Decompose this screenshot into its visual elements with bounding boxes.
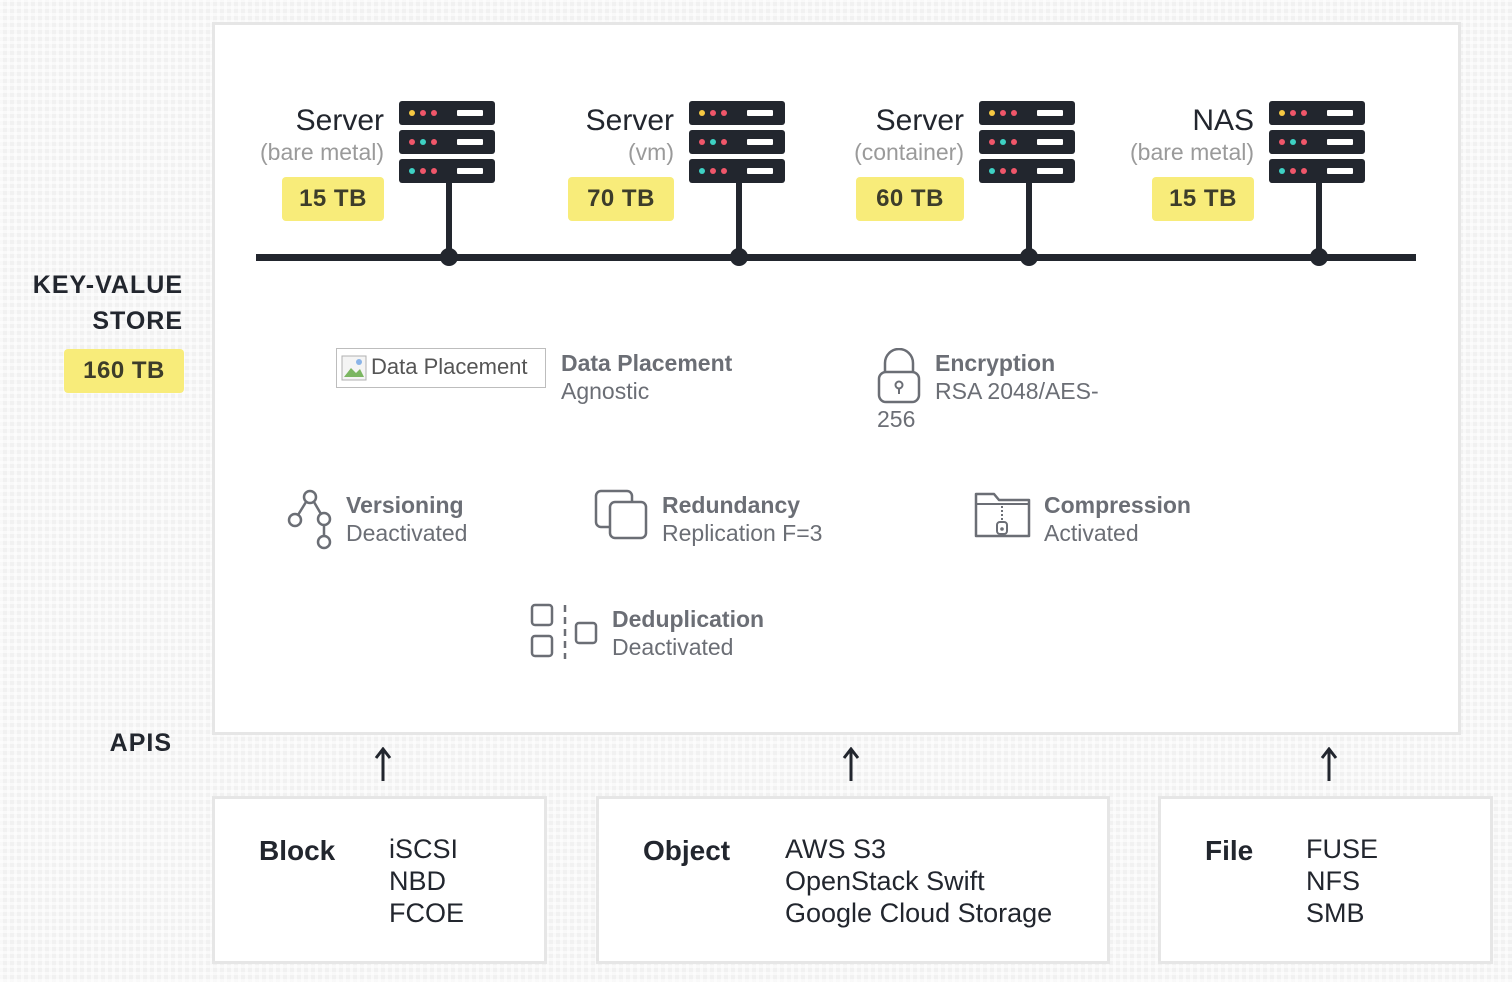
feature-title: Encryption bbox=[935, 350, 1056, 376]
broken-image-icon bbox=[341, 355, 367, 381]
data-placement-image: Data Placement bbox=[336, 348, 546, 388]
api-name: File bbox=[1205, 835, 1254, 866]
feature-value: Replication F=3 bbox=[662, 520, 823, 546]
feature-title: Versioning bbox=[346, 492, 464, 518]
server-capacity-badge: 15 TB bbox=[1152, 177, 1254, 221]
feature-value: Activated bbox=[1044, 520, 1139, 546]
api-protocol: NBD bbox=[389, 866, 447, 896]
api-protocol: FUSE bbox=[1306, 834, 1379, 864]
server-capacity-badge: 70 TB bbox=[568, 177, 674, 221]
feature-value: RSA 2048/AES- bbox=[935, 378, 1099, 404]
api-protocol-list: FUSE NFS SMB bbox=[1306, 833, 1378, 929]
bus-node bbox=[440, 248, 458, 266]
server-connector bbox=[736, 180, 742, 257]
kv-store-label-line1: KEY-VALUE bbox=[32, 271, 183, 299]
api-box-object: Object AWS S3 OpenStack Swift Google Clo… bbox=[596, 796, 1110, 964]
server-capacity-badge: 15 TB bbox=[282, 177, 384, 221]
bus-node bbox=[1020, 248, 1038, 266]
server-rack-icon bbox=[399, 101, 495, 188]
server-name: Server bbox=[875, 104, 964, 137]
server-capacity-badge: 60 TB bbox=[856, 177, 964, 221]
apis-label: APIS bbox=[109, 729, 172, 757]
data-placement-image-alt: Data Placement bbox=[371, 354, 528, 379]
up-arrow-icon bbox=[1320, 747, 1338, 781]
feature-value: Agnostic bbox=[561, 378, 650, 404]
server-connector bbox=[1026, 180, 1032, 257]
feature-value: Deactivated bbox=[612, 634, 734, 660]
feature-title: Deduplication bbox=[612, 606, 765, 632]
server-rack-icon bbox=[1269, 101, 1365, 188]
api-protocol-list: AWS S3 OpenStack Swift Google Cloud Stor… bbox=[785, 833, 1052, 929]
server-subtitle: (container) bbox=[854, 139, 964, 165]
feature-title: Redundancy bbox=[662, 492, 801, 518]
up-arrow-icon bbox=[842, 747, 860, 781]
api-box-block: Block iSCSI NBD FCOE bbox=[212, 796, 547, 964]
copy-icon bbox=[594, 489, 648, 540]
feature-value: Deactivated bbox=[346, 520, 468, 546]
api-protocol: SMB bbox=[1306, 898, 1365, 928]
server-connector bbox=[446, 180, 452, 257]
api-protocol: Google Cloud Storage bbox=[785, 898, 1053, 928]
total-capacity-badge: 160 TB bbox=[64, 349, 184, 393]
api-protocol: iSCSI bbox=[389, 834, 459, 864]
api-protocol: AWS S3 bbox=[785, 834, 887, 864]
server-rack-icon bbox=[979, 101, 1075, 188]
server-subtitle: (bare metal) bbox=[1130, 139, 1254, 165]
feature-title: Data Placement bbox=[561, 350, 733, 376]
api-protocol: NFS bbox=[1306, 866, 1360, 896]
api-name: Block bbox=[259, 835, 336, 866]
server-subtitle: (bare metal) bbox=[260, 139, 384, 165]
server-name: Server bbox=[585, 104, 674, 137]
api-protocol: OpenStack Swift bbox=[785, 866, 985, 896]
zip-folder-icon bbox=[974, 492, 1031, 538]
api-name: Object bbox=[643, 835, 731, 866]
lock-icon bbox=[877, 348, 921, 404]
server-subtitle: (vm) bbox=[628, 139, 674, 165]
server-name: Server bbox=[295, 104, 384, 137]
network-bus-line bbox=[256, 254, 1416, 261]
up-arrow-icon bbox=[374, 747, 392, 781]
server-name: NAS bbox=[1192, 104, 1254, 137]
server-rack-icon bbox=[689, 101, 785, 188]
feature-value-wrap: 256 bbox=[877, 406, 916, 432]
branch-icon bbox=[287, 489, 332, 550]
kv-store-label-line2: STORE bbox=[92, 307, 183, 335]
bus-node bbox=[730, 248, 748, 266]
feature-title: Compression bbox=[1044, 492, 1191, 518]
api-protocol: FCOE bbox=[389, 898, 465, 928]
api-box-file: File FUSE NFS SMB bbox=[1158, 796, 1493, 964]
server-connector bbox=[1316, 180, 1322, 257]
bus-node bbox=[1310, 248, 1328, 266]
dedup-icon bbox=[530, 603, 598, 659]
api-protocol-list: iSCSI NBD FCOE bbox=[389, 833, 464, 929]
